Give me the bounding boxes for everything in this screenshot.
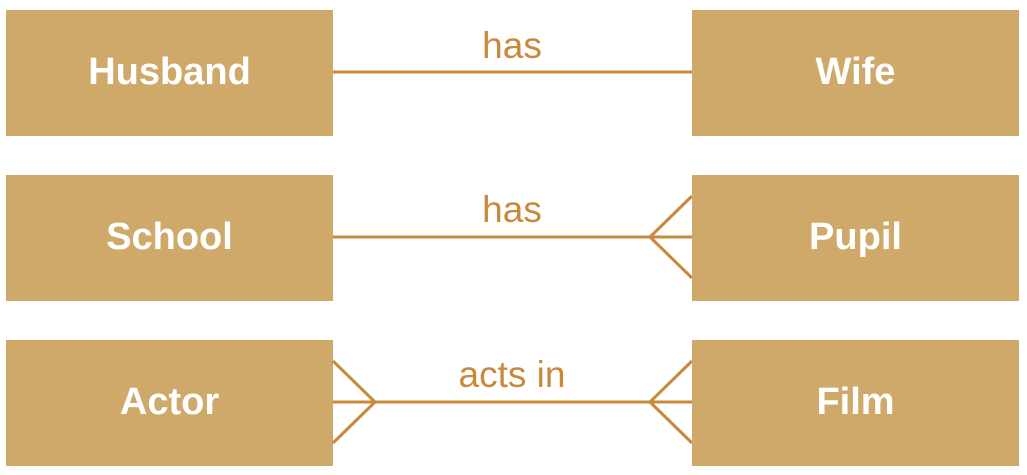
entity-label: Actor: [120, 381, 219, 423]
relationship-row: Actor acts in Film: [6, 340, 1019, 466]
entity-box[interactable]: [692, 10, 1019, 136]
entity-label: Wife: [816, 51, 896, 93]
entity-box[interactable]: [6, 175, 333, 301]
crows-foot-right: [648, 359, 694, 445]
entity-box[interactable]: [6, 10, 333, 136]
crows-foot-left: [331, 359, 377, 445]
relationship-label: has: [482, 189, 542, 230]
crows-foot-right: [648, 194, 694, 280]
relationship-row: Husband has Wife: [6, 10, 1019, 136]
entity-box[interactable]: [692, 340, 1019, 466]
entity-label: Husband: [88, 51, 251, 93]
entity-label: School: [106, 216, 233, 258]
entity-label: Pupil: [809, 216, 902, 258]
entity-label: Film: [816, 381, 894, 423]
entity-box[interactable]: [6, 340, 333, 466]
relationship-label: acts in: [459, 354, 566, 395]
relationship-row: School has Pupil: [6, 175, 1019, 301]
relationship-label: has: [482, 25, 542, 66]
entity-box[interactable]: [692, 175, 1019, 301]
